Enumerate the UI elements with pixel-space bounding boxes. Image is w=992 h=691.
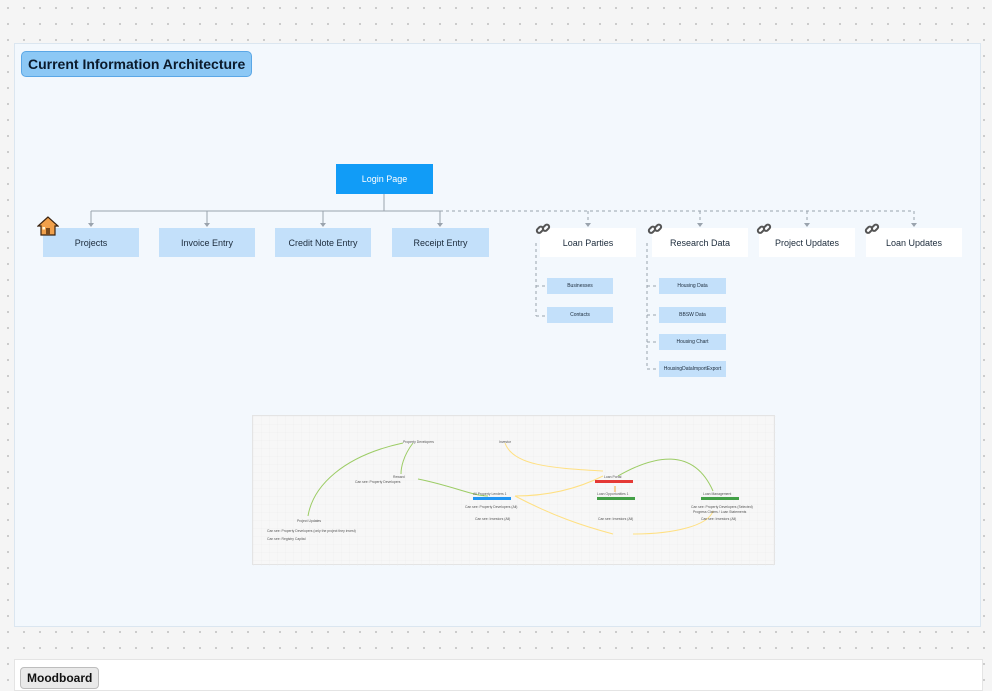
- receipt-entry-node[interactable]: Receipt Entry: [392, 228, 489, 257]
- credit-note-entry-node[interactable]: Credit Note Entry: [275, 228, 371, 257]
- businesses-subnode[interactable]: Businesses: [547, 278, 613, 294]
- diagram-node-label: Can see: Property Developers (All): [465, 505, 517, 509]
- frame-title[interactable]: Current Information Architecture: [21, 51, 253, 77]
- moodboard-frame: [14, 659, 983, 691]
- link-icon: [647, 223, 663, 234]
- loan-updates-node[interactable]: Loan Updates: [866, 228, 962, 257]
- diagram-node-label: Can see: Property Developers (Selected): [691, 505, 753, 509]
- diagram-node-label: Can see: Investors (All): [701, 517, 736, 521]
- diagram-node-label: Can see: Investors (All): [475, 517, 510, 521]
- link-icon: [864, 223, 880, 234]
- diagram-node-label: Loan Management: [703, 492, 731, 496]
- projects-node[interactable]: Projects: [43, 228, 139, 257]
- diagram-node-label: Can see: Registry Capital: [267, 537, 306, 541]
- link-icon: [535, 223, 551, 234]
- diagram-node-label: All Property Lenders 1: [473, 492, 507, 496]
- link-icon: [756, 223, 772, 234]
- research-data-node[interactable]: Research Data: [652, 228, 748, 257]
- diagram-node-label: Can see: Investors (All): [598, 517, 633, 521]
- login-page-node[interactable]: Login Page: [336, 164, 433, 194]
- house-icon: [37, 216, 59, 236]
- diagram-node-label: Reward: [393, 475, 405, 479]
- housing-data-import-export-subnode[interactable]: HousingDataImportExport: [659, 361, 726, 377]
- contacts-subnode[interactable]: Contacts: [547, 307, 613, 323]
- diagram-node-label: Investor: [499, 440, 512, 444]
- diagram-node-label: Loan Portal: [604, 475, 622, 479]
- moodboard-title[interactable]: Moodboard: [20, 667, 100, 689]
- diagram-node-label: Project Updates: [297, 519, 321, 523]
- bbsw-data-subnode[interactable]: BBSW Data: [659, 307, 726, 323]
- embedded-diagram-lines: Property Developers Investor Reward Can …: [253, 416, 776, 566]
- diagram-node-label: Property Developers: [403, 440, 434, 444]
- invoice-entry-node[interactable]: Invoice Entry: [159, 228, 255, 257]
- project-updates-node[interactable]: Project Updates: [759, 228, 855, 257]
- housing-chart-subnode[interactable]: Housing Chart: [659, 334, 726, 350]
- housing-data-subnode[interactable]: Housing Data: [659, 278, 726, 294]
- embedded-diagram[interactable]: Property Developers Investor Reward Can …: [252, 415, 776, 566]
- diagram-node-label: Loan Opportunities 1: [597, 492, 629, 496]
- diagram-node-label: Can see: Property Developers (only the p…: [267, 529, 356, 533]
- diagram-node-label: Can see: Property Developers: [355, 480, 401, 484]
- loan-parties-node[interactable]: Loan Parties: [540, 228, 636, 257]
- diagram-node-label: Progress Claims / Loan Statements: [693, 510, 747, 514]
